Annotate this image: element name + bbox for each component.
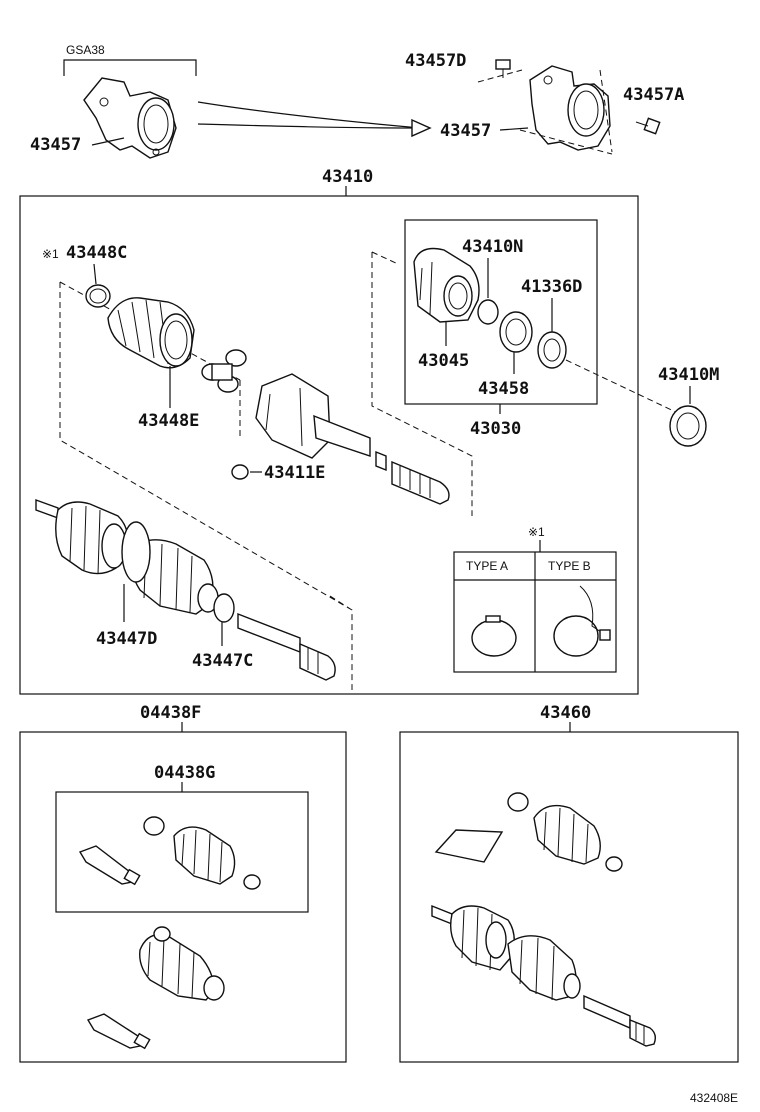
- part-43410n-label: 43410N: [462, 237, 523, 257]
- assembly-dash-right: [477, 69, 613, 155]
- clamp-43447d-large[interactable]: [121, 521, 151, 583]
- boot-kit-43460[interactable]: [507, 792, 623, 872]
- clamp-43448c[interactable]: [85, 284, 111, 308]
- assembly-dash-inner: [239, 251, 473, 516]
- seal-41336d[interactable]: [537, 331, 567, 369]
- clamp-type-b[interactable]: [553, 585, 611, 657]
- ref-mark-1b: ※1: [528, 525, 545, 539]
- bearing-bracket-right[interactable]: [529, 65, 611, 151]
- boot-kit-outer[interactable]: [139, 926, 225, 1001]
- arrow-line-2: [197, 123, 421, 129]
- part-43457-right-label: 43457: [440, 121, 491, 141]
- figure-number: 432408E: [690, 1091, 738, 1105]
- part-43045-label: 43045: [418, 351, 469, 371]
- part-43460-label: 43460: [540, 703, 591, 723]
- tripod-joint[interactable]: [201, 349, 247, 393]
- bearing-43458[interactable]: [499, 311, 533, 353]
- part-43457-left-label: 43457: [30, 135, 81, 155]
- clamp-43447c[interactable]: [213, 593, 235, 623]
- bolt-43457a[interactable]: [635, 117, 661, 135]
- part-04438g-label: 04438G: [154, 763, 215, 783]
- part-43447d-label: 43447D: [96, 629, 157, 649]
- grease-tube-outer[interactable]: [86, 1013, 151, 1050]
- gsa38-bracket-group: GSA38: [63, 43, 197, 76]
- subassembly-43030-box: [404, 219, 598, 405]
- part-43448e-label: 43448E: [138, 411, 199, 431]
- part-43458-label: 43458: [478, 379, 529, 399]
- part-43448c-label: 43448C: [66, 243, 127, 263]
- leader-43448c: [93, 263, 97, 285]
- part-43447c-label: 43447C: [192, 651, 253, 671]
- leader-43457-right: [499, 127, 529, 131]
- part-41336d-label: 41336D: [521, 277, 582, 297]
- part-43410-label: 43410: [322, 167, 373, 187]
- gsa38-bracket-line: [63, 59, 197, 76]
- inner-joint-housing[interactable]: [255, 373, 450, 505]
- oil-seal-43410m[interactable]: [669, 405, 707, 447]
- grease-tube-inner[interactable]: [78, 845, 141, 886]
- part-04438f-label: 04438F: [140, 703, 201, 723]
- grease-pack[interactable]: [434, 829, 504, 863]
- bearing-bracket-left[interactable]: [83, 77, 177, 159]
- leader-43457-left: [91, 137, 125, 146]
- part-43030-label: 43030: [470, 419, 521, 439]
- type-b-label: TYPE B: [548, 559, 591, 573]
- part-43411e-label: 43411E: [264, 463, 325, 483]
- arrow-line-1: [197, 101, 421, 129]
- kit-04438g-box: [55, 791, 309, 913]
- assembly-dash-seal: [565, 359, 681, 415]
- snap-ring-43411e[interactable]: [231, 464, 249, 480]
- part-43410m-label: 43410M: [658, 365, 719, 385]
- part-43457a-label: 43457A: [623, 85, 684, 105]
- ref-mark-1a: ※1: [42, 247, 59, 261]
- drive-shaft-43460[interactable]: [431, 904, 657, 1047]
- clamp-type-a[interactable]: [471, 615, 517, 657]
- arrow-head: [411, 118, 432, 138]
- snap-ring-43410n[interactable]: [477, 299, 499, 325]
- kit-04438f-box: [19, 731, 347, 1063]
- boot-kit-inner[interactable]: [143, 816, 261, 890]
- bearing-housing-43045[interactable]: [413, 247, 480, 323]
- assembly-43410-box: [19, 195, 639, 695]
- part-43457d-label: 43457D: [405, 51, 466, 71]
- type-a-label: TYPE A: [466, 559, 508, 573]
- gsa38-label: GSA38: [66, 43, 105, 57]
- boot-43448e[interactable]: [107, 297, 195, 369]
- kit-43460-box: [399, 731, 739, 1063]
- outer-joint-shaft[interactable]: [35, 499, 336, 681]
- bolt-43457d[interactable]: [495, 59, 511, 78]
